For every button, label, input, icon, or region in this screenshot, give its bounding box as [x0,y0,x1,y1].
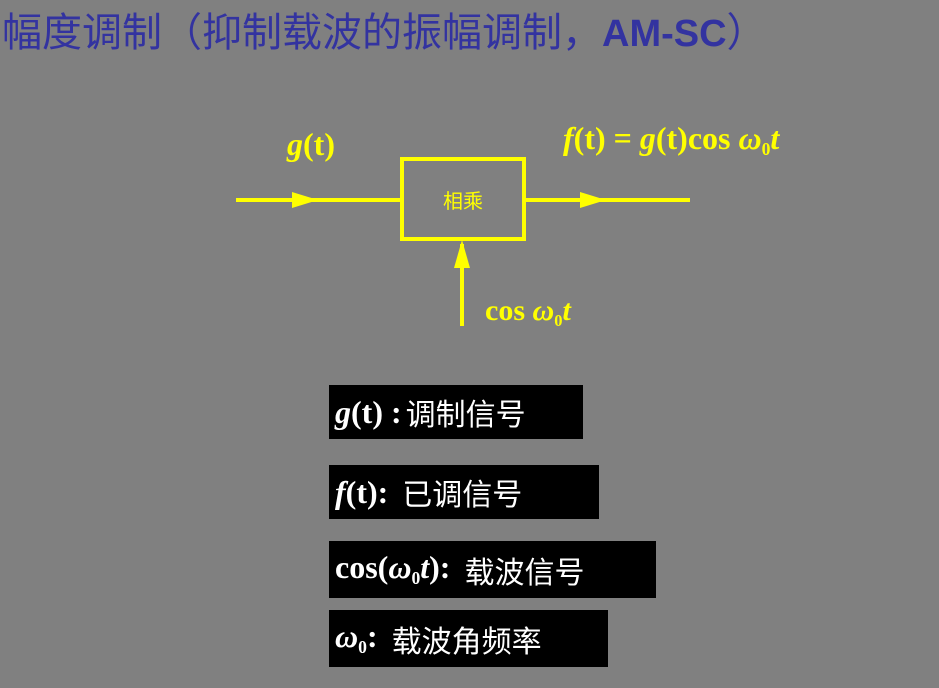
sym-fn: f [335,473,346,510]
legend-item-modulating-signal: g(t) : 调制信号 [329,385,583,439]
output-t: t [770,120,780,156]
sym-sep: : [377,473,389,510]
legend-symbol: ω0: [335,618,378,658]
output-rhs-fn: g [639,120,656,156]
output-equation: f(t) = g(t)cos ω0t [563,120,779,160]
equals-sign: = [605,120,640,156]
legend-item-modulated-signal: f(t): 已调信号 [329,465,599,519]
slide-title: 幅度调制（抑制载波的振幅调制，AM-SC） [2,8,767,59]
output-cos: cos [687,120,731,156]
sym-omega: ω [388,549,412,586]
output-sub: 0 [761,139,771,160]
output-omega: ω [738,120,762,156]
sym-sub: 0 [358,637,367,658]
output-arrow-icon [580,192,606,208]
title-am-sc: AM-SC [602,13,727,55]
sym-t: t [420,549,430,586]
sym-fn: g [335,393,351,430]
legend-symbol: cos(ω0t): [335,549,450,589]
sym-arg: (t) [345,473,378,510]
sym-close: ): [429,549,451,586]
input-arrow-icon [292,192,318,208]
sym-sub: 0 [411,568,421,589]
sym-arg: (t) [351,393,383,430]
multiplier-block: 相乘 [400,157,526,241]
legend-description: 载波角频率 [391,624,542,660]
output-lhs-arg: (t) [573,120,606,156]
legend-symbol: f(t): [335,474,388,511]
carrier-line [460,244,464,326]
carrier-t: t [562,294,571,327]
input-arg: (t) [303,126,335,162]
output-line [526,198,690,202]
sym-sep: : [366,618,378,655]
carrier-sub: 0 [554,310,563,330]
output-lhs-fn: f [563,120,574,156]
carrier-cos: cos [485,294,525,327]
multiplier-label: 相乘 [443,188,483,213]
legend-description: 已调信号 [402,478,523,513]
title-chinese: 幅度调制（抑制载波的振幅调制， [2,10,602,56]
input-fn: g [287,126,303,162]
carrier-omega: ω [532,294,555,327]
output-rhs-arg: (t) [655,120,688,156]
sym-omega: ω [335,618,359,655]
legend-symbol: g(t) : [335,394,402,431]
title-close-paren: ） [726,10,767,56]
sym-sep: : [382,393,402,430]
input-signal-label: g(t) [287,126,335,163]
carrier-label: cos ω0t [485,294,571,331]
carrier-arrow-icon [454,240,470,268]
legend-description: 调制信号 [405,398,526,433]
sym-cos: cos( [335,549,389,586]
legend-description: 载波信号 [464,555,585,591]
legend-item-carrier-signal: cos(ω0t): 载波信号 [329,541,656,598]
legend-item-carrier-frequency: ω0: 载波角频率 [329,610,608,667]
